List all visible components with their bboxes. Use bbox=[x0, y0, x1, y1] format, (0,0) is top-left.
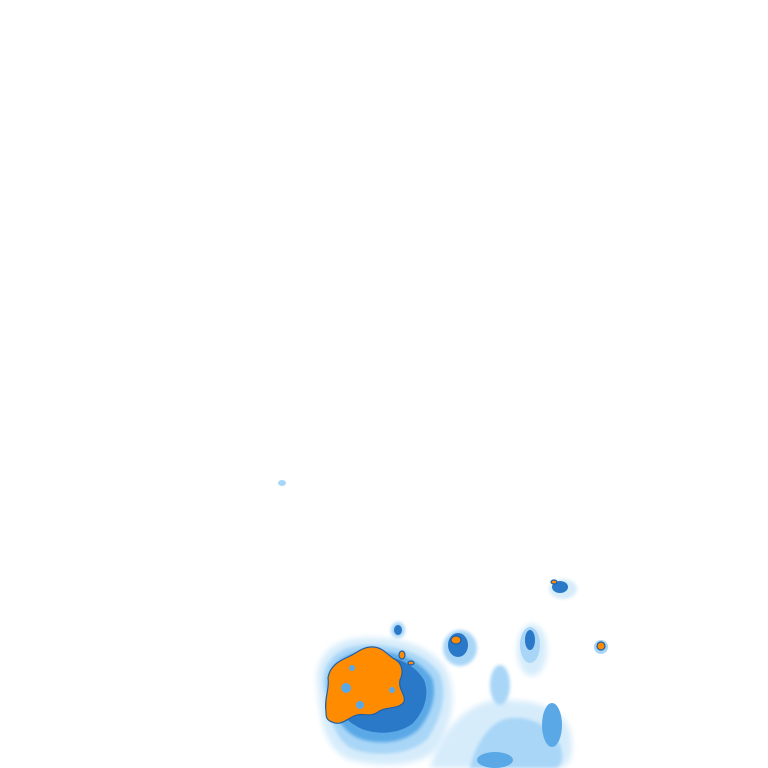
precip-speck bbox=[278, 480, 286, 486]
core-gap bbox=[389, 687, 395, 693]
precip-very-heavy-core bbox=[324, 646, 405, 724]
precip-heavy bbox=[525, 630, 535, 650]
storm-cell-main bbox=[316, 637, 453, 765]
precip-very-heavy-speck bbox=[398, 650, 406, 660]
storm-cell-north-center bbox=[443, 630, 477, 666]
precip-core bbox=[550, 579, 558, 585]
precip-heavy bbox=[394, 625, 402, 635]
core-gap bbox=[356, 701, 364, 709]
precip-core bbox=[596, 641, 606, 651]
precip-mod bbox=[477, 752, 513, 768]
storm-cell-small-left bbox=[391, 622, 405, 638]
precip-light bbox=[490, 665, 510, 705]
precip-mod bbox=[542, 703, 562, 747]
precip-very-heavy-speck bbox=[407, 660, 415, 666]
storm-cell-northeast bbox=[549, 579, 577, 599]
core-gap bbox=[341, 683, 351, 693]
precip-core bbox=[450, 635, 462, 645]
storm-cell-far-east bbox=[594, 640, 608, 654]
precip-band-south bbox=[430, 665, 572, 768]
storm-cell-east bbox=[517, 624, 547, 676]
core-gap bbox=[349, 665, 355, 671]
